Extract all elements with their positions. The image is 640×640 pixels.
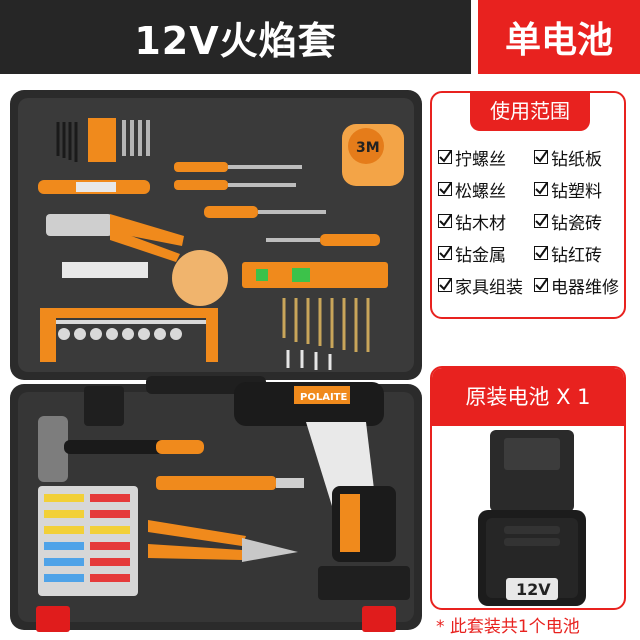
tape-measure-brand: 3M (356, 140, 380, 156)
product-title-bar: 12V火焰套 (0, 0, 471, 74)
drill-brand-label: POLAITE (300, 392, 347, 403)
usage-item: 松螺丝 (438, 175, 534, 203)
usage-item: 电器维修 (534, 271, 630, 299)
checkbox-checked-icon (438, 182, 452, 196)
badge-label: 单电池 (504, 20, 613, 61)
checkbox-checked-icon (534, 278, 548, 292)
usage-item-label: 钻金属 (455, 245, 506, 266)
usage-item: 钻金属 (438, 239, 534, 267)
battery-image: 12V (478, 430, 586, 606)
usage-item-label: 钻红砖 (551, 245, 602, 266)
battery-panel: 原装电池 X 1 12V (430, 366, 626, 610)
usage-item-label: 电器维修 (551, 277, 619, 298)
usage-item: 钻瓷砖 (534, 207, 630, 235)
usage-scope-header: 使用范围 (470, 91, 590, 131)
toolkit-case-image: 3M POLAITE (10, 90, 422, 632)
checkbox-checked-icon (534, 246, 548, 260)
usage-item: 拧螺丝 (438, 143, 534, 171)
usage-item-label: 钻塑料 (551, 181, 602, 202)
checkbox-checked-icon (534, 214, 548, 228)
usage-item-label: 拧螺丝 (455, 149, 506, 170)
battery-header: 原装电池 X 1 (432, 368, 624, 426)
top-banner: 12V火焰套 单电池 (0, 0, 640, 74)
usage-item: 钻纸板 (534, 143, 630, 171)
usage-item-label: 家具组装 (455, 277, 523, 298)
checkbox-checked-icon (438, 150, 452, 164)
checkbox-checked-icon (438, 214, 452, 228)
usage-item: 钻木材 (438, 207, 534, 235)
usage-item-label: 钻木材 (455, 213, 506, 234)
usage-item: 家具组装 (438, 271, 534, 299)
checkbox-checked-icon (534, 182, 548, 196)
usage-scope-panel: 使用范围 拧螺丝 钻纸板 松螺丝 钻塑料 钻木材 钻瓷砖 钻金属 (430, 91, 626, 319)
product-title: 12V火焰套 (134, 18, 337, 63)
checkbox-checked-icon (534, 150, 548, 164)
usage-scope-title: 使用范围 (490, 99, 570, 123)
usage-item-label: 松螺丝 (455, 181, 506, 202)
battery-voltage-label: 12V (516, 580, 551, 599)
checkbox-checked-icon (438, 246, 452, 260)
single-battery-badge: 单电池 (478, 0, 640, 74)
checkbox-checked-icon (438, 278, 452, 292)
battery-title: 原装电池 X 1 (465, 385, 591, 409)
battery-count-note: * 此套装共1个电池 (436, 617, 580, 637)
usage-item-label: 钻纸板 (551, 149, 602, 170)
usage-item: 钻塑料 (534, 175, 630, 203)
usage-item-label: 钻瓷砖 (551, 213, 602, 234)
usage-item: 钻红砖 (534, 239, 630, 267)
